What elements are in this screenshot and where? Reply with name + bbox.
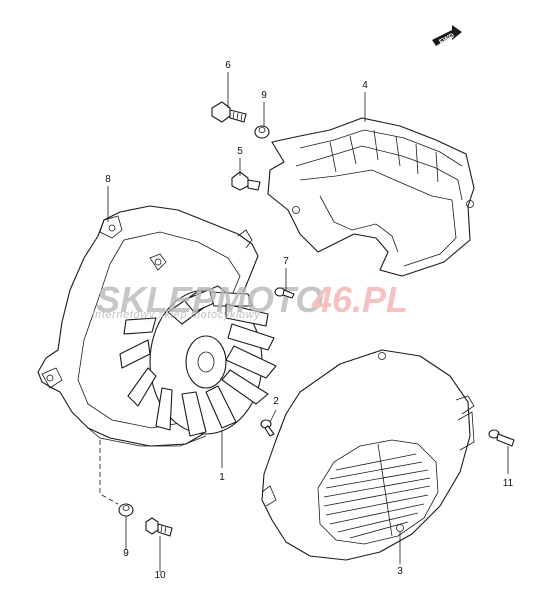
screw-11-part [488, 429, 515, 447]
watermark-brand-right: 46.PL [311, 279, 408, 320]
bolt-5-part [231, 171, 261, 191]
callout-9-top: 9 [261, 90, 267, 101]
screw-7-part [274, 287, 295, 299]
callout-10: 10 [154, 570, 166, 581]
callout-6: 6 [225, 60, 231, 71]
callout-8: 8 [105, 174, 111, 185]
callout-labels: 1 2 3 4 5 6 7 8 9 9 10 11 [105, 60, 513, 581]
cooling-fan-part [119, 285, 277, 437]
callout-11: 11 [503, 478, 514, 489]
forward-direction-arrow-icon: FWD [432, 25, 462, 46]
fan-cover-part [261, 349, 475, 561]
grommet-9-bottom-part [118, 503, 134, 517]
watermark-brand-left: SKLEPMOTO [96, 279, 323, 320]
callout-1: 1 [219, 472, 225, 483]
callout-2: 2 [273, 396, 279, 407]
callout-5: 5 [237, 146, 243, 157]
bolt-10-part [145, 517, 173, 537]
callout-4: 4 [362, 80, 368, 91]
screw-2-part [260, 419, 275, 437]
watermark-tagline: internetowy sklep motocyklowy [92, 309, 261, 321]
callout-3: 3 [397, 566, 403, 577]
callout-9-bottom: 9 [123, 548, 129, 559]
upper-shroud-part [267, 117, 475, 277]
callout-7: 7 [283, 256, 289, 267]
direction-label: FWD [438, 32, 455, 46]
watermark: SKLEPMOTO 46.PL internetowy sklep motocy… [92, 279, 408, 321]
bolt-6-part [211, 101, 247, 123]
grommet-9-top-part [254, 125, 270, 139]
leader-lines [99, 72, 509, 572]
